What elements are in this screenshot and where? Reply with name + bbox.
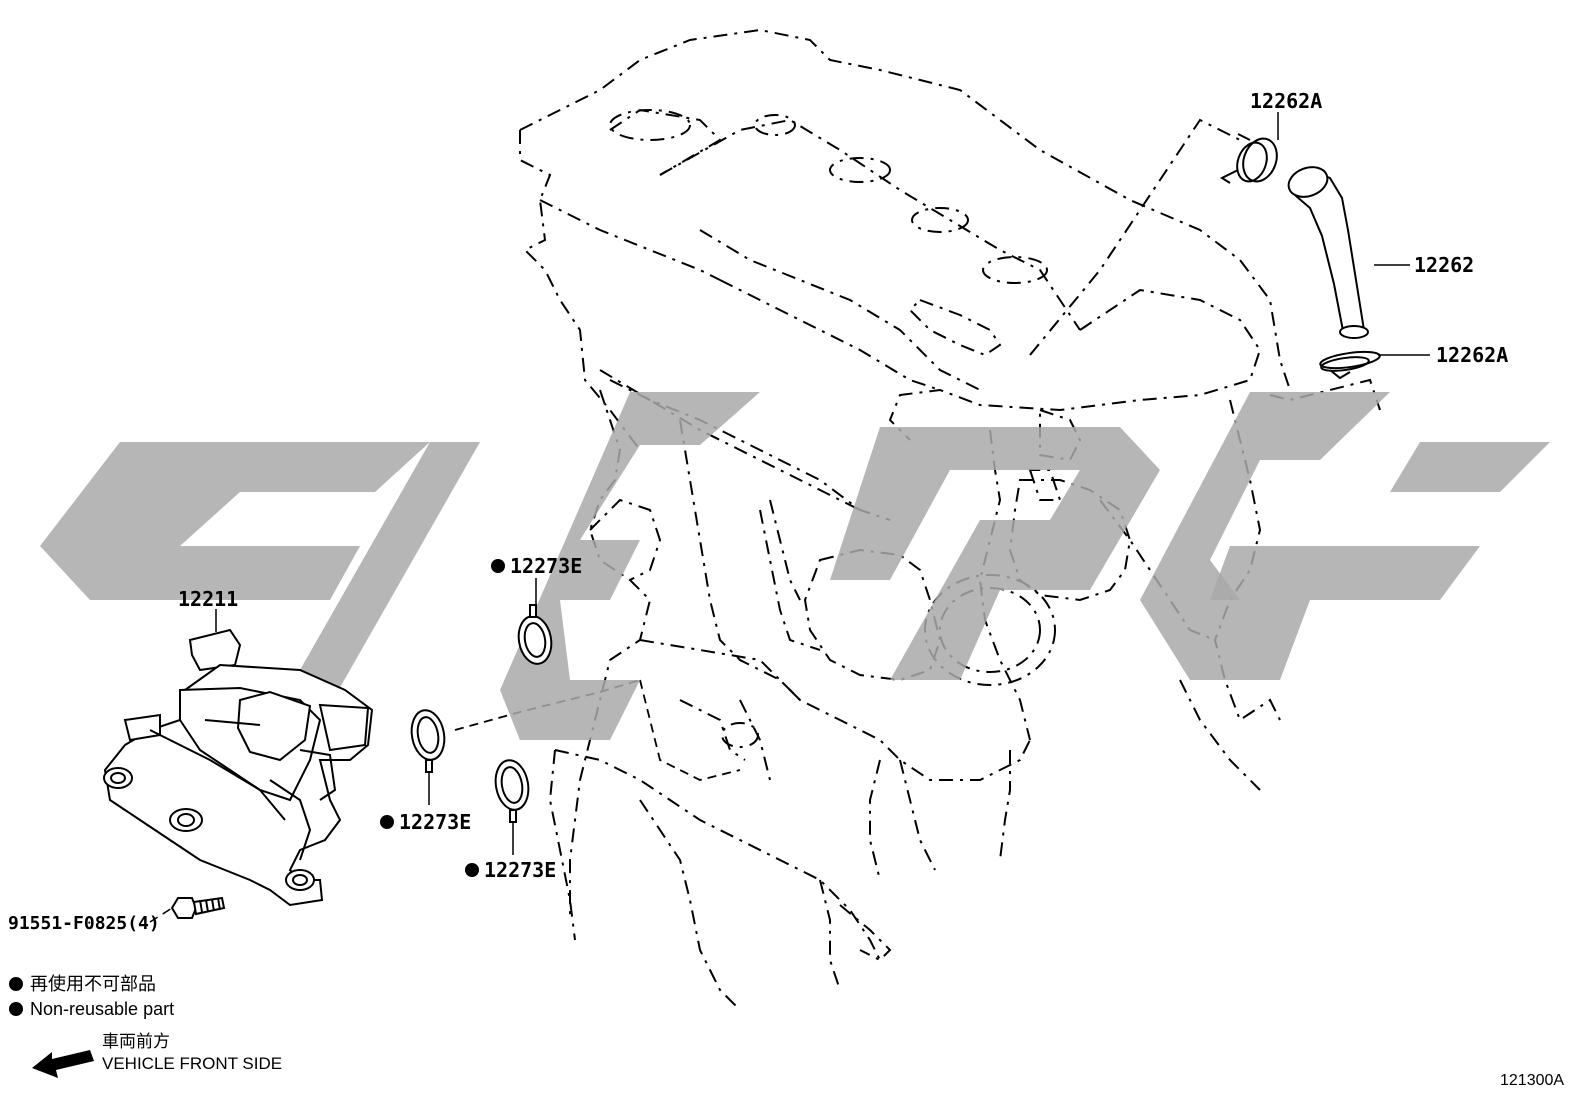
gasket-top bbox=[517, 604, 553, 665]
watermark-logo bbox=[40, 392, 1550, 740]
bolt bbox=[170, 896, 226, 919]
label-gasket-top: 12273E bbox=[510, 554, 582, 578]
non-reusable-marker-gasket-left bbox=[380, 815, 394, 829]
legend-non-reusable-en: Non-reusable part bbox=[30, 999, 174, 1019]
ventilation-hose bbox=[1287, 166, 1369, 339]
label-gasket-left: 12273E bbox=[399, 810, 471, 834]
label-oil-separator: 12211 bbox=[178, 587, 238, 611]
non-reusable-marker-gasket-right bbox=[465, 863, 479, 877]
legend-marker-en bbox=[9, 1002, 23, 1016]
label-gasket-right: 12273E bbox=[484, 858, 556, 882]
front-label-en: VEHICLE FRONT SIDE bbox=[102, 1054, 282, 1073]
label-bolt: 91551-F0825(4) bbox=[8, 913, 160, 934]
leader-lines bbox=[149, 112, 1430, 923]
diagram-code: 121300A bbox=[1500, 1072, 1564, 1089]
label-hose-clamp-upper: 12262A bbox=[1250, 89, 1322, 113]
label-ventilation-hose: 12262 bbox=[1414, 253, 1474, 277]
hose-clamp-upper bbox=[1219, 133, 1278, 184]
oil-separator bbox=[103, 628, 374, 907]
front-direction: 車両前方 VEHICLE FRONT SIDE bbox=[32, 1032, 282, 1078]
hose-clamp-lower bbox=[1319, 350, 1381, 380]
front-label-jp: 車両前方 bbox=[102, 1032, 170, 1051]
arrow-left-icon bbox=[32, 1050, 94, 1078]
gasket-left bbox=[410, 709, 446, 773]
gasket-right bbox=[494, 759, 530, 823]
non-reusable-marker-gasket-top bbox=[491, 559, 505, 573]
legend: 再使用不可部品 Non-reusable part bbox=[9, 974, 174, 1019]
label-hose-clamp-lower: 12262A bbox=[1436, 343, 1508, 367]
legend-non-reusable-jp: 再使用不可部品 bbox=[30, 974, 156, 994]
legend-marker-jp bbox=[9, 977, 23, 991]
